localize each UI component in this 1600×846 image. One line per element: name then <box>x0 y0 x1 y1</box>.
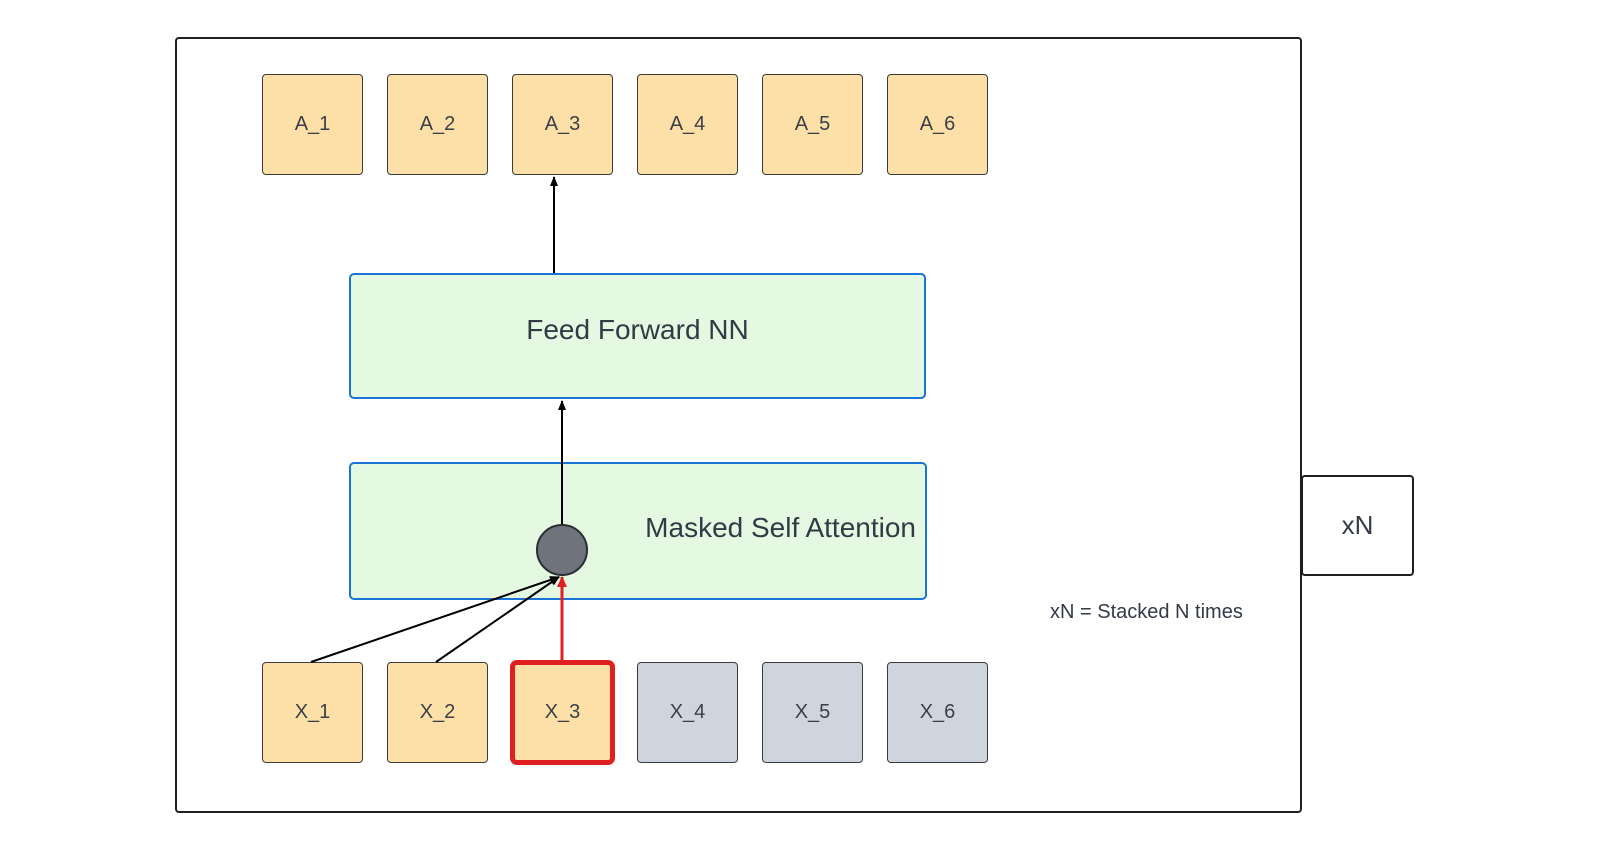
output-token-a4: A_4 <box>637 74 738 175</box>
output-token-a2: A_2 <box>387 74 488 175</box>
attention-node <box>536 524 588 576</box>
output-token-label: A_5 <box>794 113 831 135</box>
output-token-label: A_2 <box>419 113 456 135</box>
input-token-label: X_2 <box>419 701 456 723</box>
feed-forward-block: Feed Forward NN <box>349 273 926 399</box>
input-token-x5-masked: X_5 <box>762 662 863 763</box>
input-token-x3-current: X_3 <box>510 660 615 765</box>
input-token-label: X_4 <box>669 701 706 723</box>
stack-multiplier-box: xN <box>1301 475 1414 576</box>
output-token-label: A_3 <box>544 113 581 135</box>
output-token-a6: A_6 <box>887 74 988 175</box>
output-token-label: A_6 <box>919 113 956 135</box>
output-token-label: A_4 <box>669 113 706 135</box>
arrow-x2-to-node <box>435 576 560 663</box>
masked-self-attention-block: Masked Self Attention <box>349 462 927 600</box>
input-token-x4-masked: X_4 <box>637 662 738 763</box>
input-token-label: X_6 <box>919 701 956 723</box>
output-token-a5: A_5 <box>762 74 863 175</box>
input-token-label: X_1 <box>294 701 331 723</box>
output-token-label: A_1 <box>294 113 331 135</box>
stack-note: xN = Stacked N times <box>1050 601 1243 623</box>
feed-forward-label: Feed Forward NN <box>526 314 749 345</box>
input-token-x1: X_1 <box>262 662 363 763</box>
input-token-x2: X_2 <box>387 662 488 763</box>
output-token-a1: A_1 <box>262 74 363 175</box>
decoder-layer-frame <box>175 37 1302 813</box>
stack-multiplier-label: xN <box>1341 510 1374 540</box>
input-token-label: X_3 <box>544 701 581 723</box>
arrow-x1-to-node <box>310 576 560 663</box>
input-token-x6-masked: X_6 <box>887 662 988 763</box>
output-token-a3: A_3 <box>512 74 613 175</box>
masked-self-attention-label: Masked Self Attention <box>645 512 916 543</box>
input-token-label: X_5 <box>794 701 831 723</box>
